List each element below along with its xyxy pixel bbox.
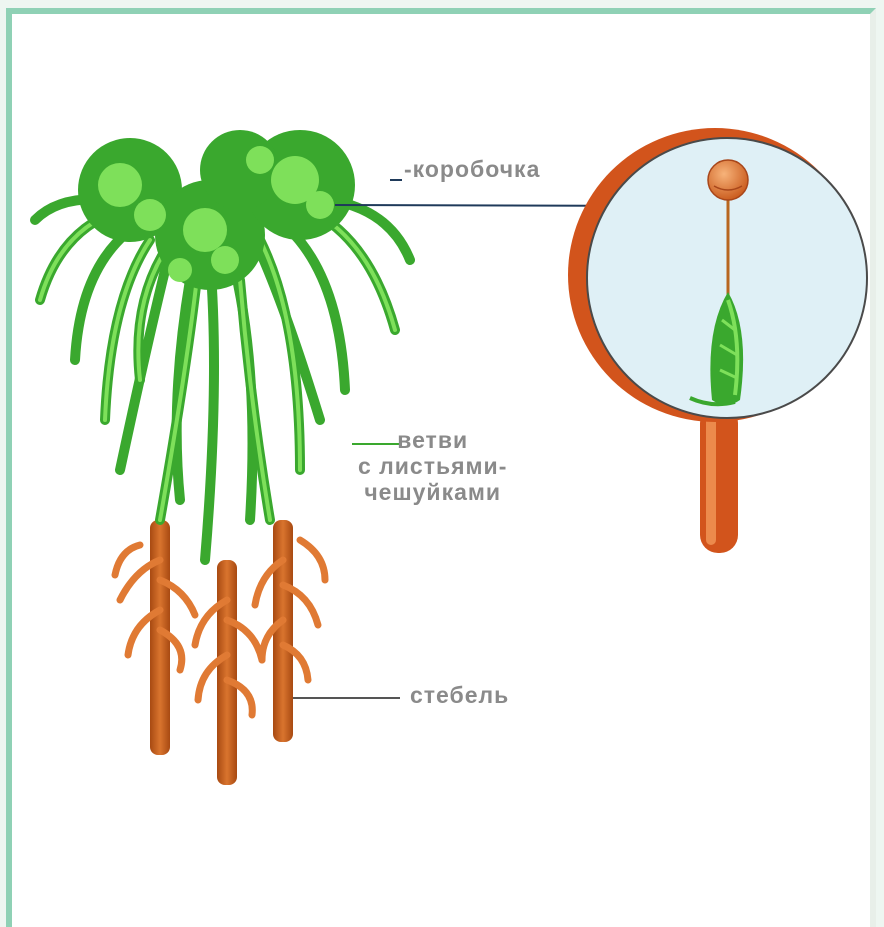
capsule <box>708 160 748 200</box>
label-branches-line-2: с листьями- <box>358 454 507 480</box>
magnifying-glass <box>568 128 867 553</box>
label-stem: стебель <box>410 683 509 709</box>
label-branches-line-1: ветви <box>358 428 507 454</box>
stem-group <box>150 520 293 785</box>
label-branches-line-3: чешуйками <box>358 480 507 506</box>
label-branches: ветви с листьями- чешуйками <box>358 428 507 505</box>
label-capsule: -коробочка <box>404 157 540 183</box>
magnifier-handle <box>700 405 738 553</box>
moss-plant <box>35 130 410 785</box>
